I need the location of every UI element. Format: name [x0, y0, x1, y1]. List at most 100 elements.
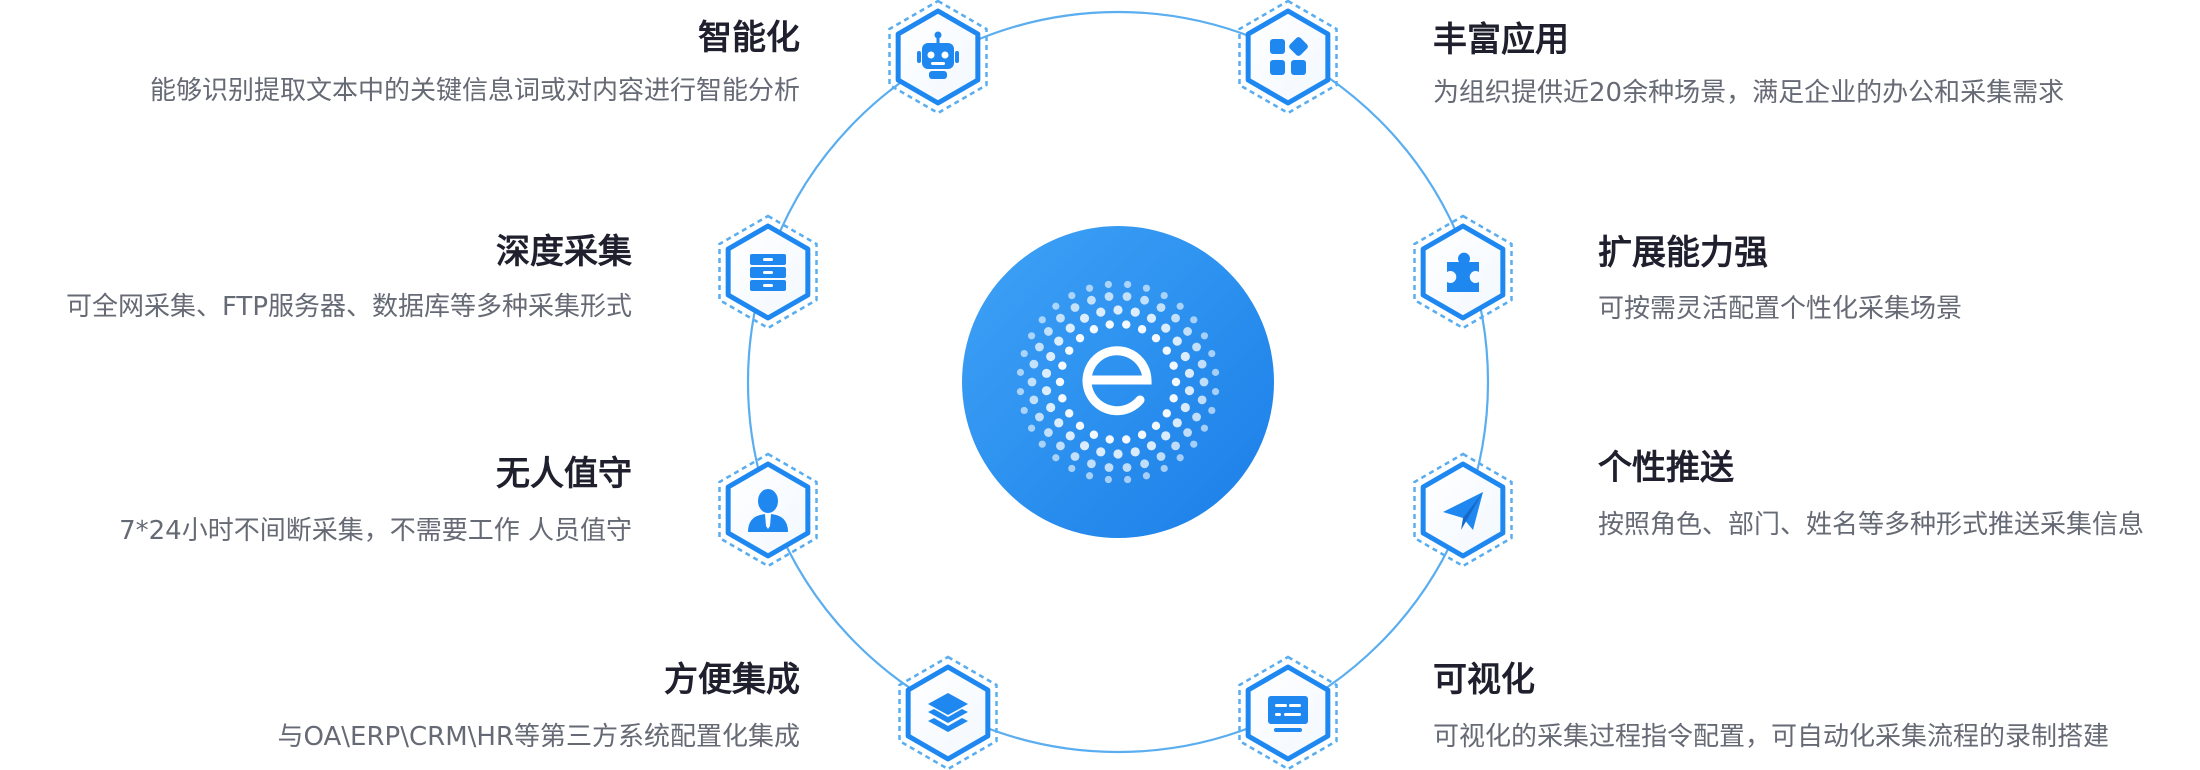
logo-dot	[1172, 418, 1182, 428]
logo-dot	[1016, 388, 1025, 396]
logo-dot	[1065, 323, 1075, 333]
logo-dot	[1171, 377, 1181, 387]
logo-dot	[1105, 435, 1114, 444]
logo-dot	[1087, 295, 1096, 305]
logo-dot	[1096, 447, 1106, 457]
logo-dot	[1142, 284, 1151, 292]
logo-dot	[1200, 424, 1209, 432]
logo-dot	[1197, 359, 1207, 369]
logo-dot	[1190, 440, 1198, 448]
logo-dot	[1027, 377, 1037, 387]
logo-dot	[1162, 409, 1171, 418]
logo-dot	[1184, 368, 1195, 378]
feature-description: 可按需灵活配置个性化采集场景	[1598, 294, 1963, 324]
feature-title: 智能化	[698, 18, 800, 58]
logo-dot	[1085, 472, 1094, 480]
logo-dot	[1085, 284, 1094, 292]
logo-dot	[1142, 472, 1151, 480]
feature-description: 按照角色、部门、姓名等多种形式推送采集信息	[1598, 510, 2145, 540]
logo-dot	[1183, 428, 1192, 437]
puzzle-icon	[1447, 252, 1479, 292]
logo-dot	[1162, 346, 1171, 355]
logo-dot	[1079, 313, 1090, 323]
logo-dot	[1146, 441, 1157, 451]
logo-dot	[1122, 435, 1131, 444]
layers-icon	[928, 693, 968, 732]
logo-dot	[1016, 368, 1025, 376]
logo-dot	[1156, 452, 1166, 461]
logo-dot	[1058, 394, 1067, 403]
logo-dot	[1105, 320, 1114, 329]
logo-dot	[1065, 431, 1075, 441]
hex-outline-dashed	[1413, 214, 1513, 330]
logo-dot	[1113, 305, 1123, 315]
logo-dot	[1087, 459, 1096, 469]
logo-dot	[1104, 475, 1112, 484]
logo-dot	[1089, 430, 1099, 439]
hex-outline-dashed	[1413, 452, 1513, 568]
logo-dot	[1161, 431, 1171, 441]
logo-dot	[1068, 464, 1076, 473]
hex-outline-dashed	[888, 0, 988, 115]
logo-dot	[1180, 351, 1190, 362]
hex-badge-apps	[1238, 0, 1338, 115]
e-logo-icon	[1082, 346, 1152, 416]
logo-dot	[1190, 316, 1198, 324]
logo-dot	[1058, 361, 1067, 370]
logo-dot	[1044, 428, 1053, 437]
logo-dot	[1171, 441, 1180, 451]
logo-dot	[1046, 402, 1056, 413]
feature-title: 丰富应用	[1433, 20, 1569, 60]
logo-dot	[1038, 440, 1046, 448]
logo-dot	[1137, 325, 1147, 334]
logo-dot	[1176, 454, 1184, 462]
feature-description: 可全网采集、FTP服务器、数据库等多种采集形式	[65, 292, 632, 322]
logo-dot	[1055, 377, 1065, 387]
logo-dot	[1035, 342, 1044, 352]
logo-dot	[1156, 303, 1166, 312]
logo-dot	[1068, 291, 1076, 300]
logo-dot	[1113, 449, 1123, 459]
hex-outline-dashed	[1238, 0, 1338, 115]
logo-dot	[1208, 406, 1216, 415]
logo-dot	[1079, 441, 1090, 451]
logo-dot	[1130, 447, 1140, 457]
logo-dot	[1056, 441, 1065, 451]
logo-dot	[1070, 303, 1080, 312]
logo-dot	[1027, 424, 1036, 432]
logo-dot	[1122, 292, 1132, 301]
logo-dot	[1211, 388, 1220, 396]
logo-dot	[1035, 412, 1044, 422]
logo-dot	[1192, 342, 1201, 352]
logo-dot	[1151, 421, 1161, 431]
logo-dot	[1211, 368, 1220, 376]
logo-dot	[1200, 332, 1209, 340]
logo-dot	[1052, 302, 1060, 310]
logo-dot	[1052, 454, 1060, 462]
feature-title: 扩展能力强	[1598, 233, 1768, 273]
feature-title: 方便集成	[664, 660, 800, 700]
feature-description: 与OA\ERP\CRM\HR等第三方系统配置化集成	[277, 722, 800, 752]
logo-dot	[1122, 463, 1132, 472]
logo-dot	[1065, 409, 1074, 418]
logo-dot	[1029, 395, 1039, 405]
hex-outline-dashed	[1238, 655, 1338, 770]
logo-dot	[1140, 295, 1149, 305]
logo-dot	[1020, 406, 1028, 415]
logo-dot	[1184, 386, 1195, 396]
robot-icon	[917, 31, 959, 79]
logo-dot	[1038, 316, 1046, 324]
logo-dot	[1044, 327, 1053, 336]
logo-dot	[1104, 292, 1114, 301]
logo-dot	[1041, 368, 1052, 378]
feature-description: 可视化的采集过程指令配置，可自动化采集流程的录制搭建	[1433, 722, 2110, 752]
feature-description: 为组织提供近20余种场景，满足企业的办公和采集需求	[1433, 78, 2065, 108]
feature-title: 可视化	[1433, 660, 1535, 700]
logo-dot	[1104, 463, 1114, 472]
center-logo	[962, 226, 1274, 538]
logo-dot	[1197, 395, 1207, 405]
feature-description: 能够识别提取文本中的关键信息词或对内容进行智能分析	[149, 76, 800, 106]
logo-dot	[1169, 361, 1178, 370]
logo-dot	[1160, 291, 1168, 300]
